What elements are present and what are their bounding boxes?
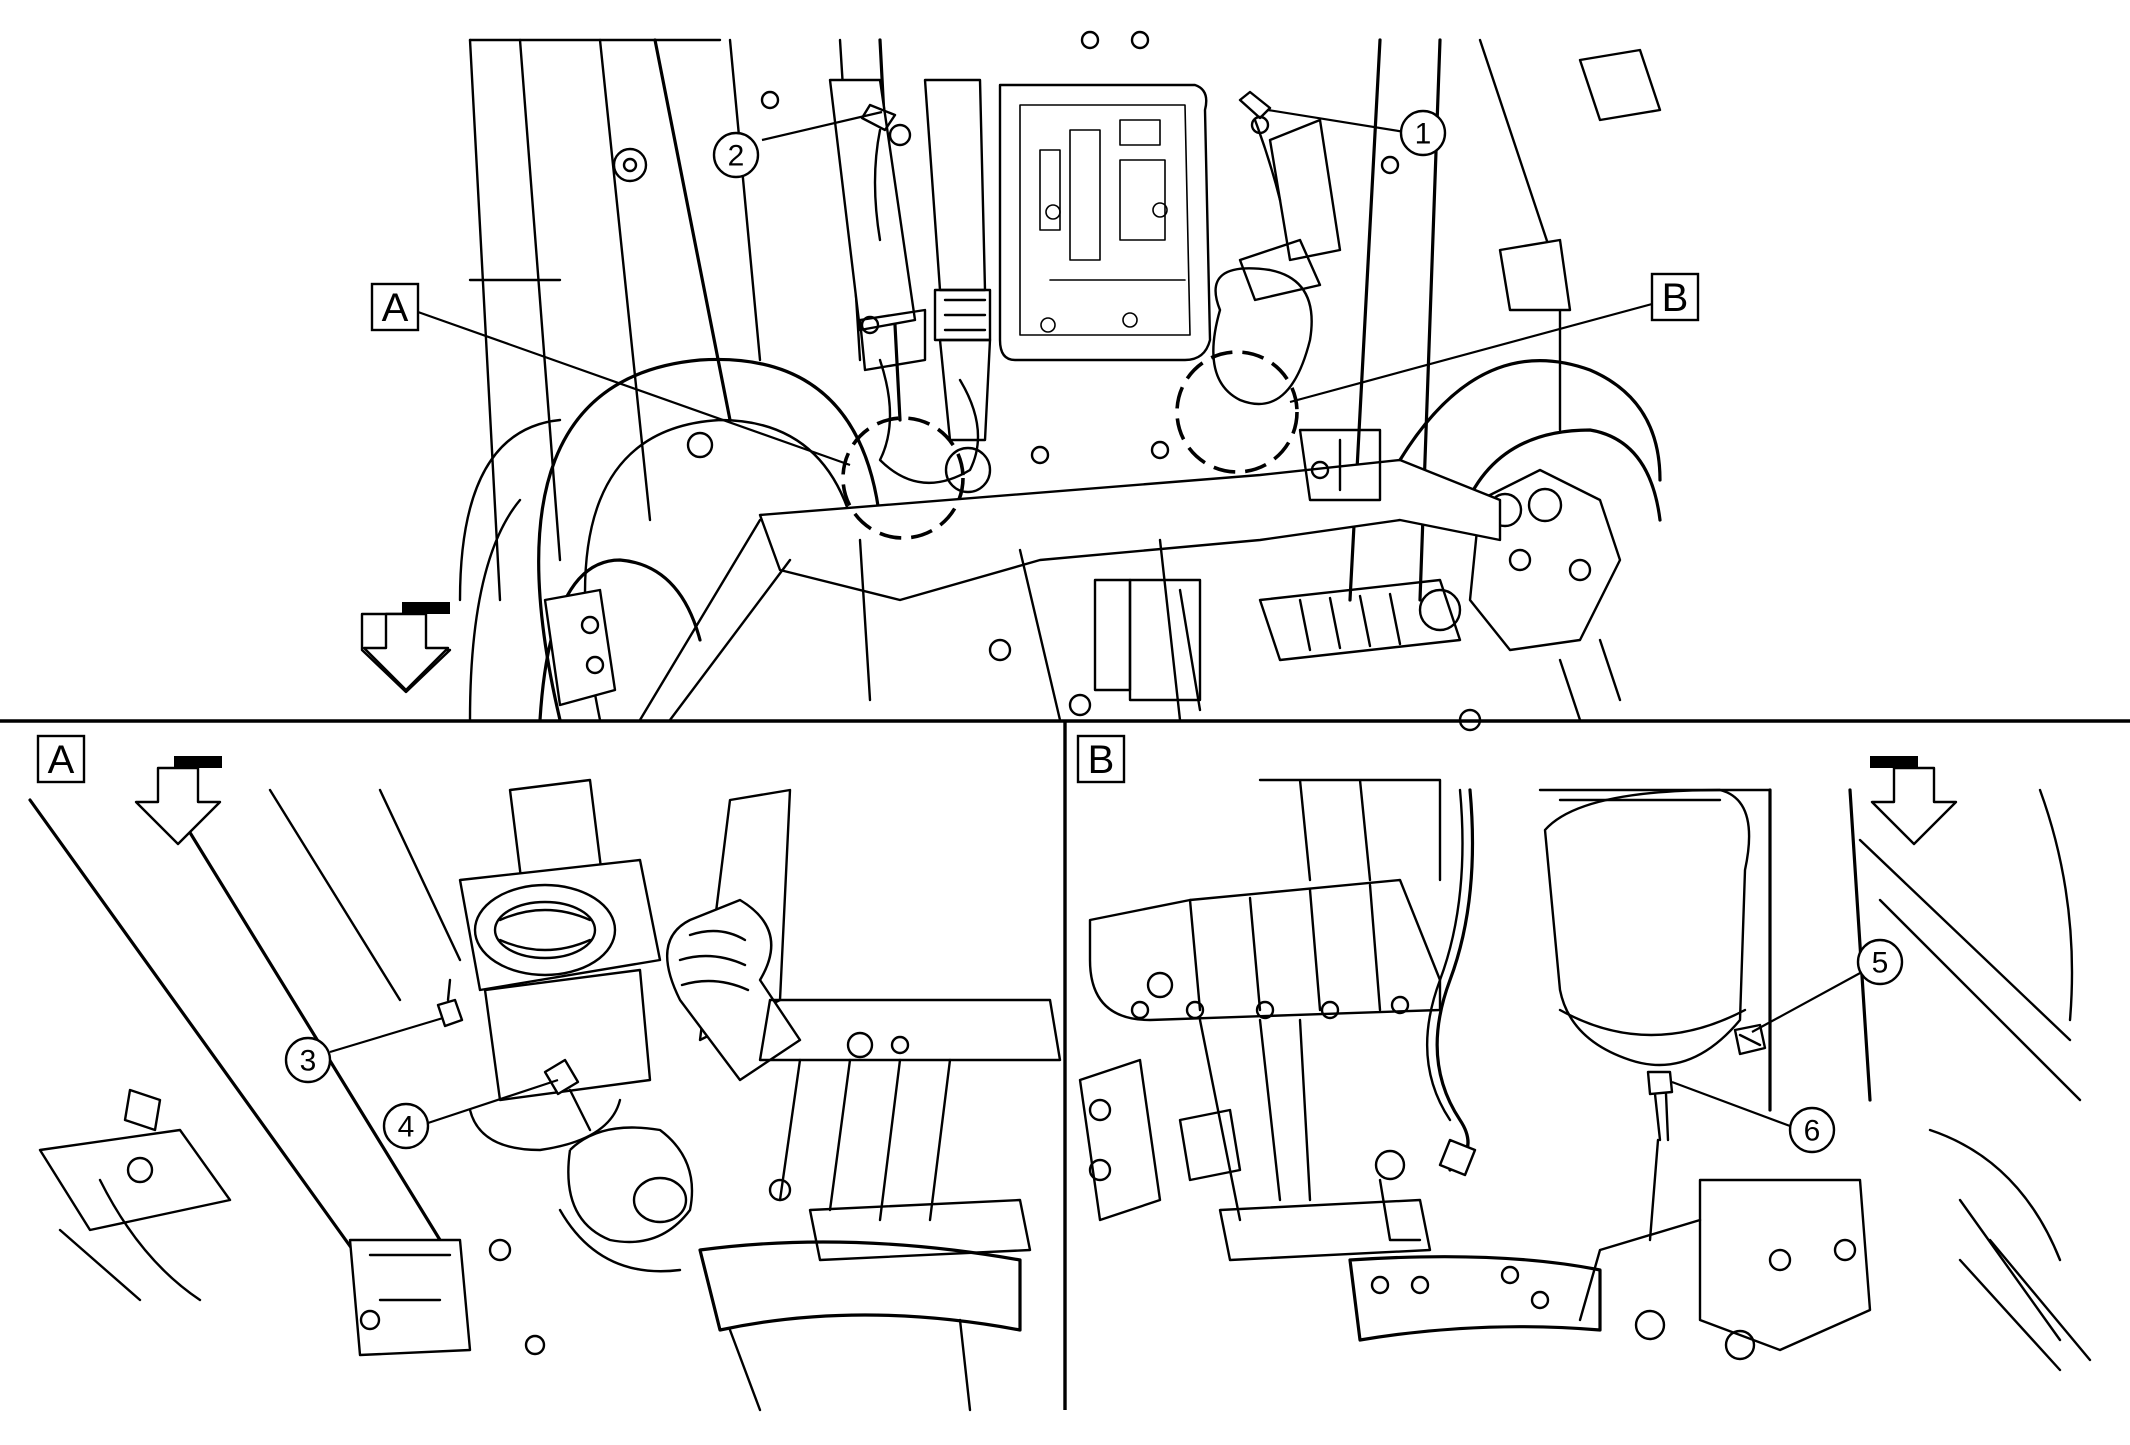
callout-5: 5	[1856, 938, 1904, 986]
inset-b-view	[1078, 778, 2092, 1372]
callout-6: 6	[1788, 1106, 1836, 1154]
detail-circle-a	[841, 416, 965, 540]
detail-label-a: A	[370, 282, 420, 332]
detail-circle-b	[1175, 350, 1299, 474]
front-arrow-icon	[360, 602, 452, 694]
overview-view	[458, 30, 1662, 732]
leader-1	[1267, 108, 1406, 134]
leader-4	[427, 1078, 559, 1125]
leader-3	[329, 1016, 444, 1054]
leader-a	[417, 310, 851, 467]
inset-b-label: B	[1076, 734, 1126, 784]
detail-label-b: B	[1650, 272, 1700, 322]
callout-2-label: 2	[728, 140, 745, 173]
inset-a-label: A	[36, 734, 86, 784]
callout-1-label: 1	[1415, 118, 1432, 151]
leader-6	[1671, 1080, 1791, 1128]
inset-b-label-text: B	[1088, 738, 1115, 782]
callout-5-label: 5	[1872, 947, 1889, 980]
detail-label-b-text: B	[1662, 276, 1689, 320]
leader-2	[761, 110, 883, 142]
leader-5	[1751, 971, 1863, 1033]
callout-2: 2	[712, 131, 760, 179]
inset-a-view	[28, 778, 1062, 1412]
callout-3-label: 3	[300, 1045, 317, 1078]
leader-b	[1289, 302, 1653, 404]
callout-3: 3	[284, 1036, 332, 1084]
callout-4-label: 4	[398, 1111, 415, 1144]
inset-a-label-text: A	[48, 738, 75, 782]
detail-label-a-text: A	[382, 286, 409, 330]
inset-b-front-arrow-icon	[1870, 756, 1958, 846]
callout-4: 4	[382, 1102, 430, 1150]
callout-6-label: 6	[1804, 1115, 1821, 1148]
callout-1: 1	[1399, 109, 1447, 157]
inset-a-front-arrow-icon	[134, 756, 222, 846]
